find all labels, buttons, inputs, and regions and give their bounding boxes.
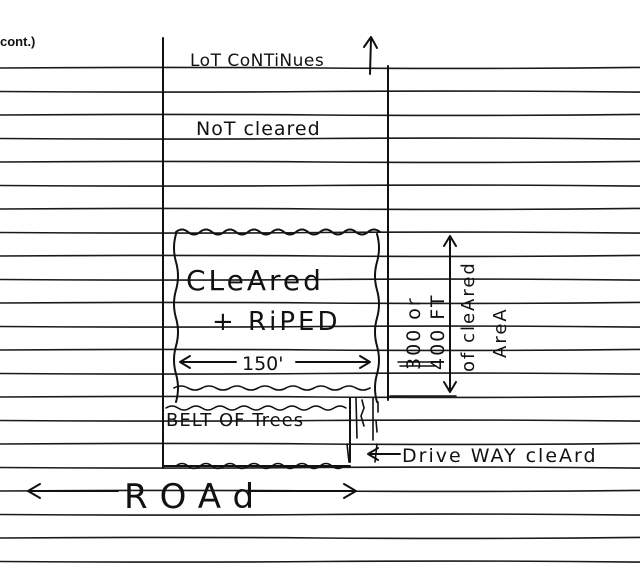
ruled-lines xyxy=(0,66,640,563)
width-arrow-right-icon xyxy=(295,355,371,369)
area-label-2: AreA xyxy=(490,307,511,358)
ruled-line xyxy=(0,372,640,375)
tree-line-top xyxy=(165,405,347,411)
depth-scribble xyxy=(397,361,439,367)
ruled-line xyxy=(0,442,640,446)
depth-arrow-icon xyxy=(443,235,457,393)
ruled-line xyxy=(0,113,640,117)
ruled-line xyxy=(0,278,640,281)
ruled-line xyxy=(0,137,640,140)
depth-label-1: 300 or xyxy=(403,296,425,370)
cleared-area-box xyxy=(173,228,381,403)
lot-outline xyxy=(162,37,389,469)
ruled-line xyxy=(0,254,640,258)
ruled-line xyxy=(0,66,640,70)
ruled-line xyxy=(0,536,640,540)
cleared-label: CLeAred xyxy=(186,264,324,297)
up-arrow-icon xyxy=(363,36,378,75)
driveway-label: Drive WAY cleArd xyxy=(402,445,598,467)
road-arrow-right-icon xyxy=(249,483,357,499)
area-label-1: of cleAred xyxy=(458,261,479,372)
road-arrow-left-icon xyxy=(27,483,119,499)
belt-label: BELT OF Trees xyxy=(166,410,304,431)
ruled-line xyxy=(0,90,640,93)
ruled-line xyxy=(0,560,640,563)
ruled-line xyxy=(0,348,640,352)
width-arrow-left-icon xyxy=(179,355,237,369)
continued-header: cont.) xyxy=(0,34,35,49)
road-label: ROAd xyxy=(124,477,266,517)
tree-line-bottom xyxy=(175,462,345,470)
ruled-line xyxy=(0,207,640,211)
ruled-line xyxy=(0,395,640,399)
driveway xyxy=(346,397,379,463)
ruled-line xyxy=(0,466,640,469)
lot-continues-label: LoT CoNTiNues xyxy=(190,51,324,71)
ruled-line xyxy=(0,419,640,422)
width-label: 150' xyxy=(242,353,284,375)
ruled-line xyxy=(0,301,640,305)
ruled-line xyxy=(0,184,640,187)
ruled-line xyxy=(0,513,640,516)
ruled-line xyxy=(0,325,640,328)
depth-label-2: 400 FT xyxy=(427,293,449,370)
riped-label: + RiPED xyxy=(212,307,340,337)
not-cleared-label: NoT cleared xyxy=(196,118,321,140)
driveway-arrow-icon xyxy=(367,447,401,461)
ruled-line xyxy=(0,160,640,164)
